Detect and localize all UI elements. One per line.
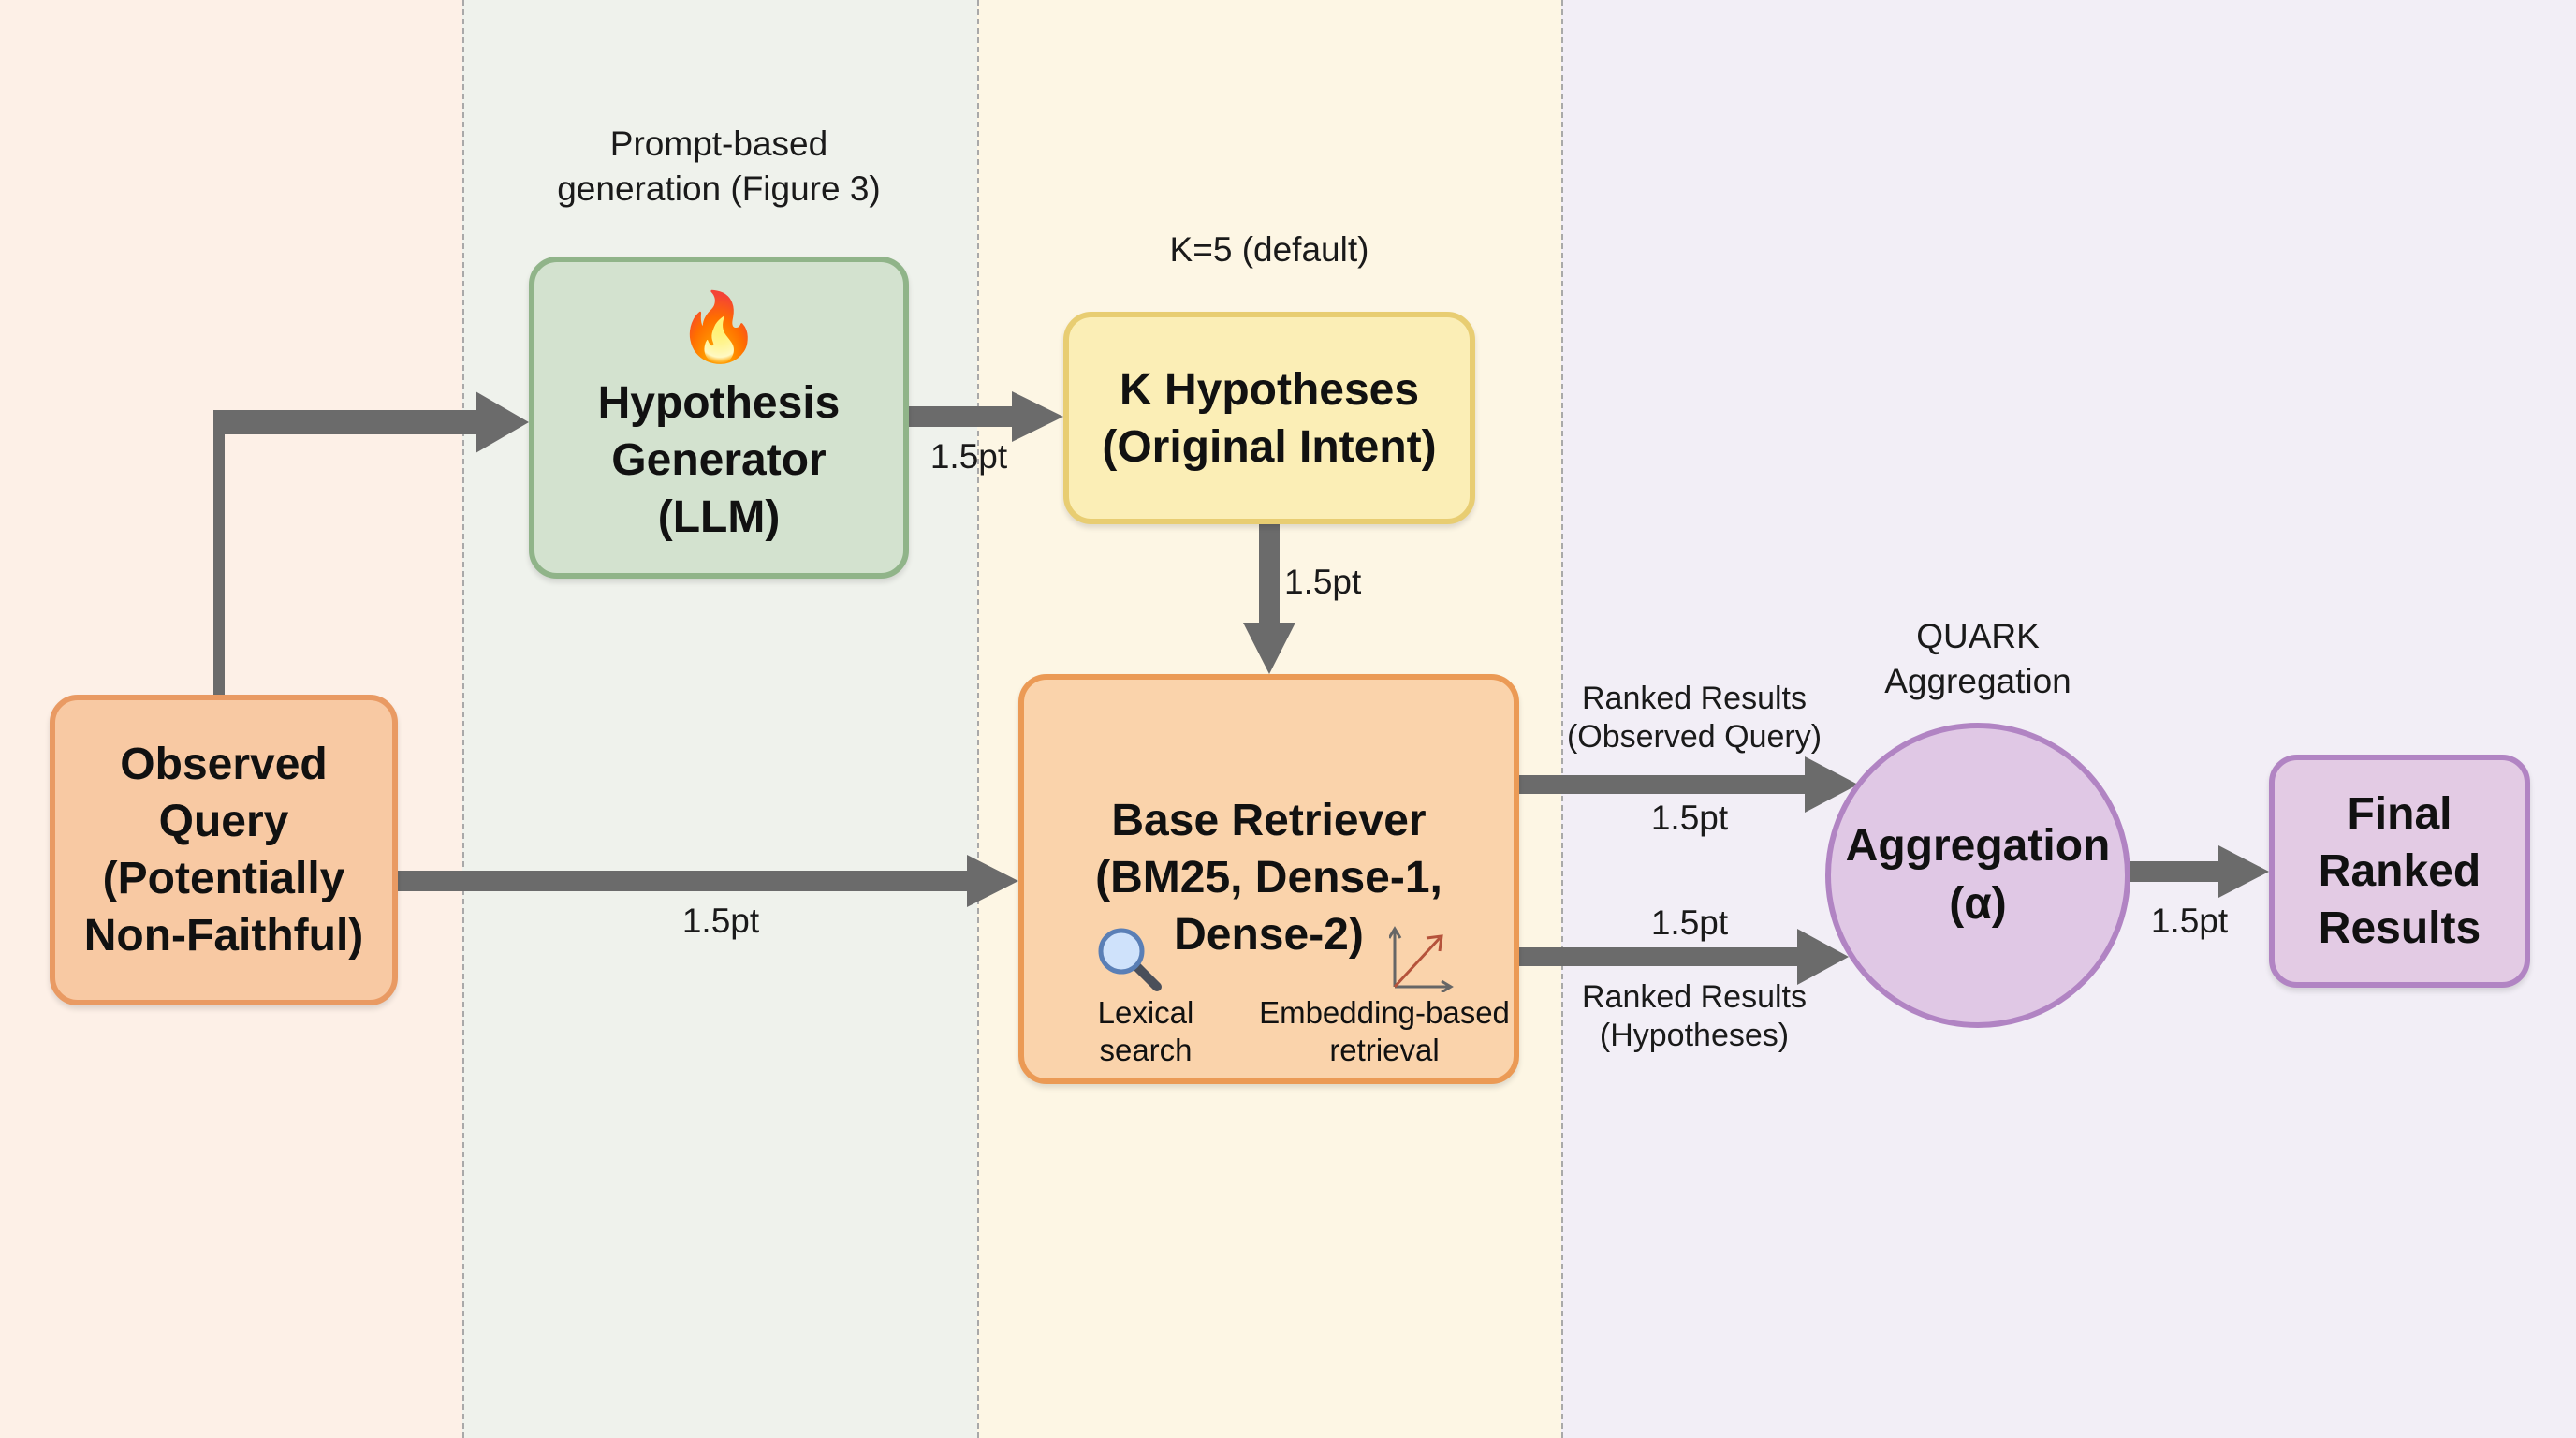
node-line: Query (158, 797, 289, 846)
node-line: Dense-2) (1174, 910, 1364, 960)
arrowhead (476, 391, 529, 453)
edge-label: 1.5pt (1650, 903, 1729, 942)
edge-label: 1.5pt (929, 437, 1008, 476)
note-line: QUARK (1916, 617, 2040, 655)
zone-divider (462, 0, 464, 1438)
edge-label: 1.5pt (681, 902, 760, 940)
node-line: Final (2347, 789, 2452, 839)
note-line: (Hypotheses) (1599, 1018, 1790, 1053)
aggregation-node: Aggregation (α) (1825, 723, 2130, 1028)
node-line: Results (2318, 903, 2481, 953)
edge-aggregation-to-final (2130, 861, 2220, 882)
zone-aggregation (1561, 0, 2576, 1438)
node-line: Hypothesis (597, 377, 841, 428)
arrowhead (1797, 929, 1849, 985)
edge-observed-to-generator (213, 410, 476, 695)
note-line: Ranked Results (1581, 681, 1807, 716)
node-line: (Potentially (102, 854, 345, 903)
node-line: Generator (611, 434, 827, 485)
note-line: Ranked Results (1581, 979, 1807, 1015)
arrowhead (1243, 623, 1295, 674)
edge-label: 1.5pt (1284, 563, 1362, 601)
node-line: (LLM) (657, 492, 781, 542)
k-hypotheses-node: K Hypotheses (Original Intent) (1063, 312, 1475, 524)
vector-axes-icon (1389, 926, 1454, 992)
arrowhead (967, 855, 1018, 907)
zone-generation (462, 0, 977, 1438)
magnifier-icon (1098, 928, 1162, 991)
observed-query-node: Observed Query (Potentially Non-Faithful… (50, 695, 398, 1005)
embedding-retrieval-label: Embedding-based retrieval (1253, 994, 1515, 1069)
edge-label: 1.5pt (1650, 799, 1729, 837)
arrowhead (1012, 391, 1063, 442)
hypothesis-generator-node: 🔥 Hypothesis Generator (LLM) (529, 257, 909, 579)
note-line: Aggregation (1884, 662, 2071, 700)
zone-divider (1561, 0, 1563, 1438)
edge-retriever-to-aggregation-observed (1519, 775, 1809, 794)
zone-divider (977, 0, 979, 1438)
node-line: Base Retriever (1111, 796, 1427, 845)
fire-icon: 🔥 (677, 289, 761, 365)
note-line: generation (Figure 3) (557, 169, 881, 208)
edge-generator-to-khypotheses (909, 406, 1012, 427)
edge-khypotheses-to-retriever (1259, 524, 1280, 623)
k-default-note: K=5 (default) (1169, 230, 1369, 269)
node-line: Aggregation (1845, 821, 2111, 871)
edge-label: 1.5pt (2150, 902, 2229, 940)
quark-aggregation-note: QUARK Aggregation (1791, 614, 2165, 704)
node-line: Ranked (2318, 846, 2481, 896)
edge-observed-to-retriever (398, 871, 967, 891)
sub-line: Lexical (1097, 995, 1194, 1030)
node-line: Non-Faithful) (83, 911, 364, 961)
note-line: Prompt-based (609, 125, 828, 163)
sub-line: search (1099, 1033, 1193, 1067)
lexical-search-label: Lexical search (1061, 994, 1230, 1069)
note-line: (Observed Query) (1566, 719, 1822, 755)
node-line: (α) (1949, 879, 2007, 929)
node-line: (Original Intent) (1102, 421, 1437, 472)
sub-line: retrieval (1329, 1033, 1440, 1067)
final-ranked-results-node: Final Ranked Results (2269, 755, 2530, 988)
prompt-based-note: Prompt-based generation (Figure 3) (532, 122, 906, 212)
node-line: K Hypotheses (1119, 364, 1420, 415)
sub-line: Embedding-based (1259, 995, 1510, 1030)
arrowhead (2218, 845, 2269, 898)
ranked-results-hypotheses-label: Ranked Results (Hypotheses) (1554, 978, 1835, 1055)
node-line: Observed (120, 740, 328, 789)
node-line: (BM25, Dense-1, (1095, 853, 1442, 902)
base-retriever-node: Base Retriever (BM25, Dense-1, Dense-2) … (1018, 674, 1519, 1084)
edge-retriever-to-aggregation-hypotheses (1519, 947, 1800, 966)
ranked-results-observed-label: Ranked Results (Observed Query) (1554, 680, 1835, 756)
arrowhead (1805, 756, 1858, 813)
